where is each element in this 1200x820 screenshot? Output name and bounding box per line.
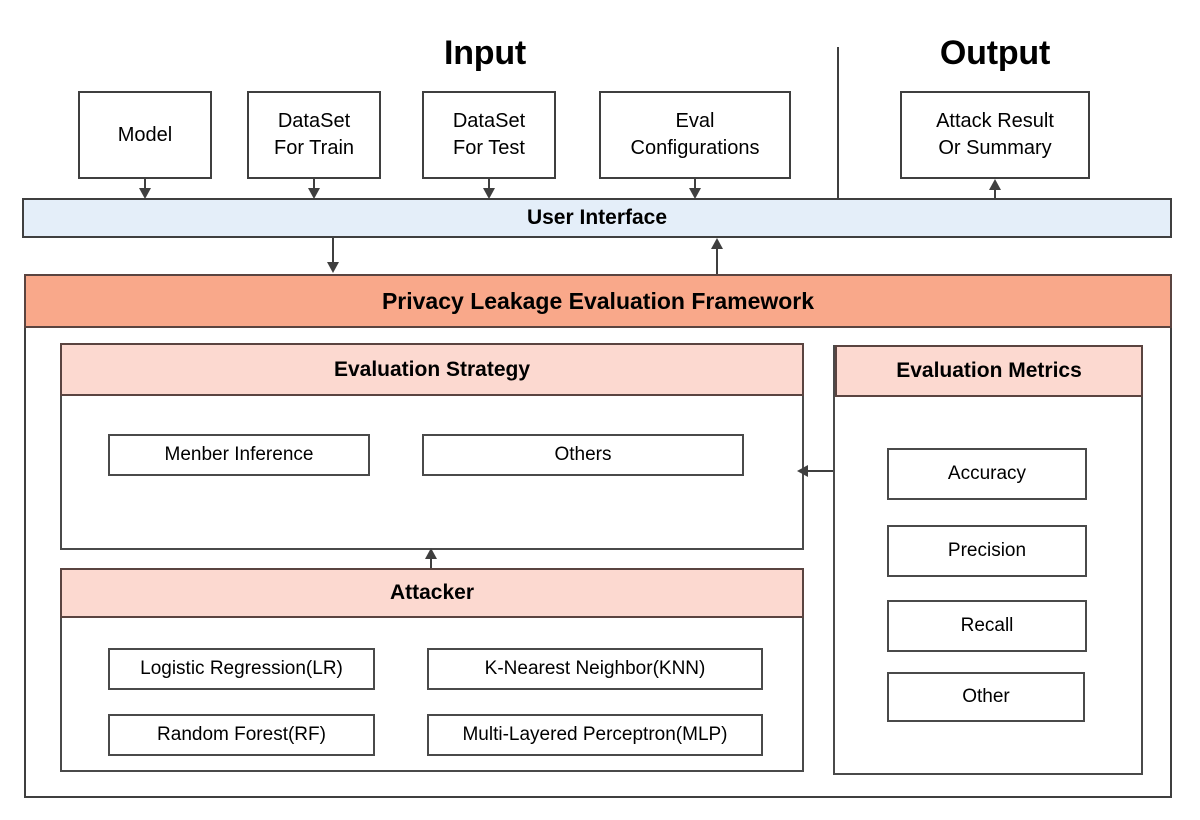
output-section-title: Output xyxy=(939,34,1051,72)
arrow-test-to-ui xyxy=(483,188,495,199)
evaluation-metrics-item-accuracy[interactable]: Accuracy xyxy=(887,448,1087,500)
input-box-model[interactable]: Model xyxy=(78,91,212,179)
input-box-dataset-for-train[interactable]: DataSet For Train xyxy=(247,91,381,179)
evaluation-metrics-item-other[interactable]: Other xyxy=(887,672,1085,722)
output-box-attack-result[interactable]: Attack Result Or Summary xyxy=(900,91,1090,179)
evaluation-strategy-header: Evaluation Strategy xyxy=(60,343,804,396)
connector-metrics-to-strategy xyxy=(806,470,834,472)
attacker-item-k-nearest-neighbor[interactable]: K-Nearest Neighbor(KNN) xyxy=(427,648,763,690)
attacker-item-logistic-regression[interactable]: Logistic Regression(LR) xyxy=(108,648,375,690)
connector-test-to-ui xyxy=(488,179,490,190)
arrow-train-to-ui xyxy=(308,188,320,199)
connector-ui-to-framework xyxy=(332,238,334,264)
arrow-metrics-to-strategy xyxy=(797,465,808,477)
input-box-eval-configurations[interactable]: Eval Configurations xyxy=(599,91,791,179)
arrow-ui-to-framework xyxy=(327,262,339,273)
arrow-ui-to-output xyxy=(989,179,1001,190)
evaluation-metrics-item-recall[interactable]: Recall xyxy=(887,600,1087,652)
arrow-framework-to-ui xyxy=(711,238,723,249)
evaluation-strategy-item-others[interactable]: Others xyxy=(422,434,744,476)
attacker-item-multi-layered-perceptron[interactable]: Multi-Layered Perceptron(MLP) xyxy=(427,714,763,756)
evaluation-metrics-header: Evaluation Metrics xyxy=(835,345,1143,397)
connector-train-to-ui xyxy=(313,179,315,190)
connector-model-to-ui xyxy=(144,179,146,190)
connector-config-to-ui xyxy=(694,179,696,190)
connector-framework-to-ui xyxy=(716,248,718,274)
framework-header: Privacy Leakage Evaluation Framework xyxy=(24,274,1172,328)
evaluation-strategy-item-menber-inference[interactable]: Menber Inference xyxy=(108,434,370,476)
arrow-config-to-ui xyxy=(689,188,701,199)
arrow-attacker-to-strategy xyxy=(425,548,437,559)
attacker-header: Attacker xyxy=(60,568,804,618)
arrow-model-to-ui xyxy=(139,188,151,199)
evaluation-metrics-item-precision[interactable]: Precision xyxy=(887,525,1087,577)
input-section-title: Input xyxy=(443,34,527,72)
attacker-item-random-forest[interactable]: Random Forest(RF) xyxy=(108,714,375,756)
input-output-divider xyxy=(837,47,839,198)
input-box-dataset-for-test[interactable]: DataSet For Test xyxy=(422,91,556,179)
user-interface-band[interactable]: User Interface xyxy=(22,198,1172,238)
connector-attacker-to-strategy xyxy=(430,557,432,571)
connector-ui-to-output xyxy=(994,186,996,199)
